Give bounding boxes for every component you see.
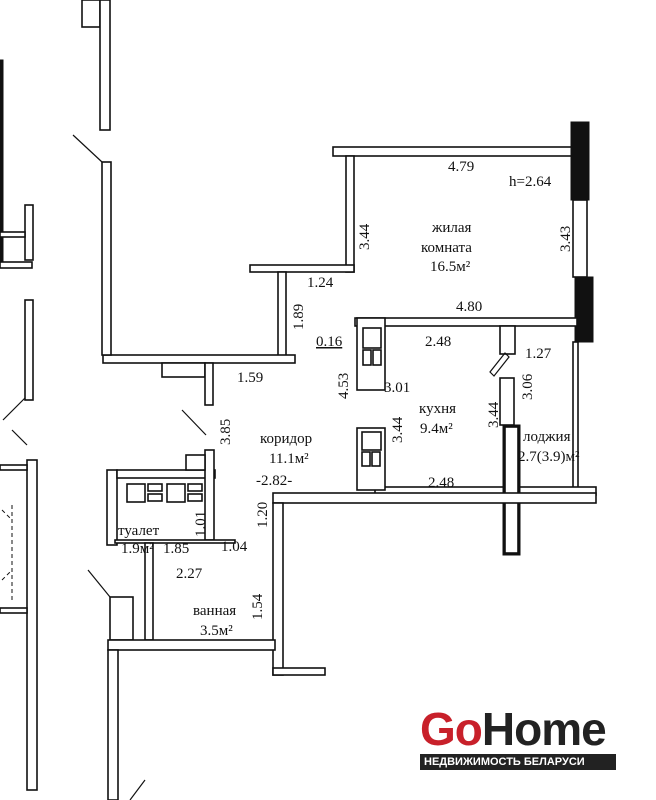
dimension: 3.06: [520, 373, 536, 400]
corridor-area: 11.1м²: [269, 451, 309, 467]
fridge: [361, 451, 371, 467]
dimension: 1.27: [525, 346, 552, 362]
bathroom-area: 3.5м²: [200, 623, 233, 639]
gohome-logo: GoHome НЕДВИЖИМОСТЬ БЕЛАРУСИ: [420, 706, 616, 770]
living-room-area: 16.5м²: [430, 259, 471, 275]
fridge: [361, 431, 382, 451]
toilet-name: туалет: [118, 523, 160, 539]
toilet-fixture: [147, 483, 163, 492]
dimension: 3.85: [218, 419, 234, 445]
bathroom-name: ванная: [193, 603, 236, 619]
dimension-labels: 4.79 3.44 3.43 1.24 4.80 1.89 0.16 2.48 …: [163, 159, 574, 620]
kitchen-name: кухня: [419, 401, 456, 417]
fixtures: [1, 327, 382, 600]
corridor-name: коридор: [260, 431, 312, 447]
toilet-fixture: [147, 493, 163, 502]
dimension: 1.89: [291, 304, 307, 330]
fridge: [371, 451, 381, 467]
dimension: 3.44: [390, 416, 406, 443]
sink-fixture: [187, 493, 203, 502]
sink-fixture: [166, 483, 186, 503]
dimension: 4.53: [336, 373, 352, 399]
dimension: 1.20: [255, 502, 271, 528]
room-labels: жилая комната 16.5м² h=2.64 кухня 9.4м² …: [118, 174, 580, 639]
dimension: 3.44: [486, 401, 502, 428]
dimension: 2.48: [428, 475, 454, 491]
logo-home: Home: [481, 703, 607, 755]
walls: [0, 0, 597, 800]
toilet-fixture: [126, 483, 146, 503]
sink-fixture: [187, 483, 203, 492]
logo-go: Go: [420, 703, 483, 755]
dimension: 4.79: [448, 159, 474, 175]
door-swings: [2, 134, 510, 800]
stove-burner: [362, 327, 382, 349]
dimension: 1.59: [237, 370, 263, 386]
dimension: 1.54: [250, 593, 266, 620]
dimension: 1.01: [193, 511, 209, 537]
dimension: 0.16: [316, 334, 343, 350]
dimension: 1.85: [163, 541, 189, 557]
stove-burner: [362, 349, 372, 366]
living-room-name: комната: [421, 240, 472, 256]
dimension: 3.44: [357, 223, 373, 250]
dimension: 1.04: [221, 539, 248, 555]
dimension: 1.24: [307, 275, 334, 291]
dimension: -2.82-: [256, 473, 292, 489]
ceiling-height: h=2.64: [509, 174, 552, 190]
dimension: 3.43: [558, 226, 574, 252]
logo-tagline: НЕДВИЖИМОСТЬ БЕЛАРУСИ: [420, 754, 616, 770]
dimension: 2.48: [425, 334, 451, 350]
stove-burner: [372, 349, 382, 366]
dimension: 4.80: [456, 299, 482, 315]
living-room-name: жилая: [431, 220, 472, 236]
dimension: 2.27: [176, 566, 203, 582]
kitchen-area: 9.4м²: [420, 421, 453, 437]
loggia-area: 2.7(3.9)м²: [518, 449, 580, 465]
shaft: [1, 505, 13, 600]
dimension: 3.01: [384, 380, 410, 396]
loggia-name: лоджия: [523, 429, 571, 445]
toilet-area: 1.9м²: [121, 541, 154, 557]
